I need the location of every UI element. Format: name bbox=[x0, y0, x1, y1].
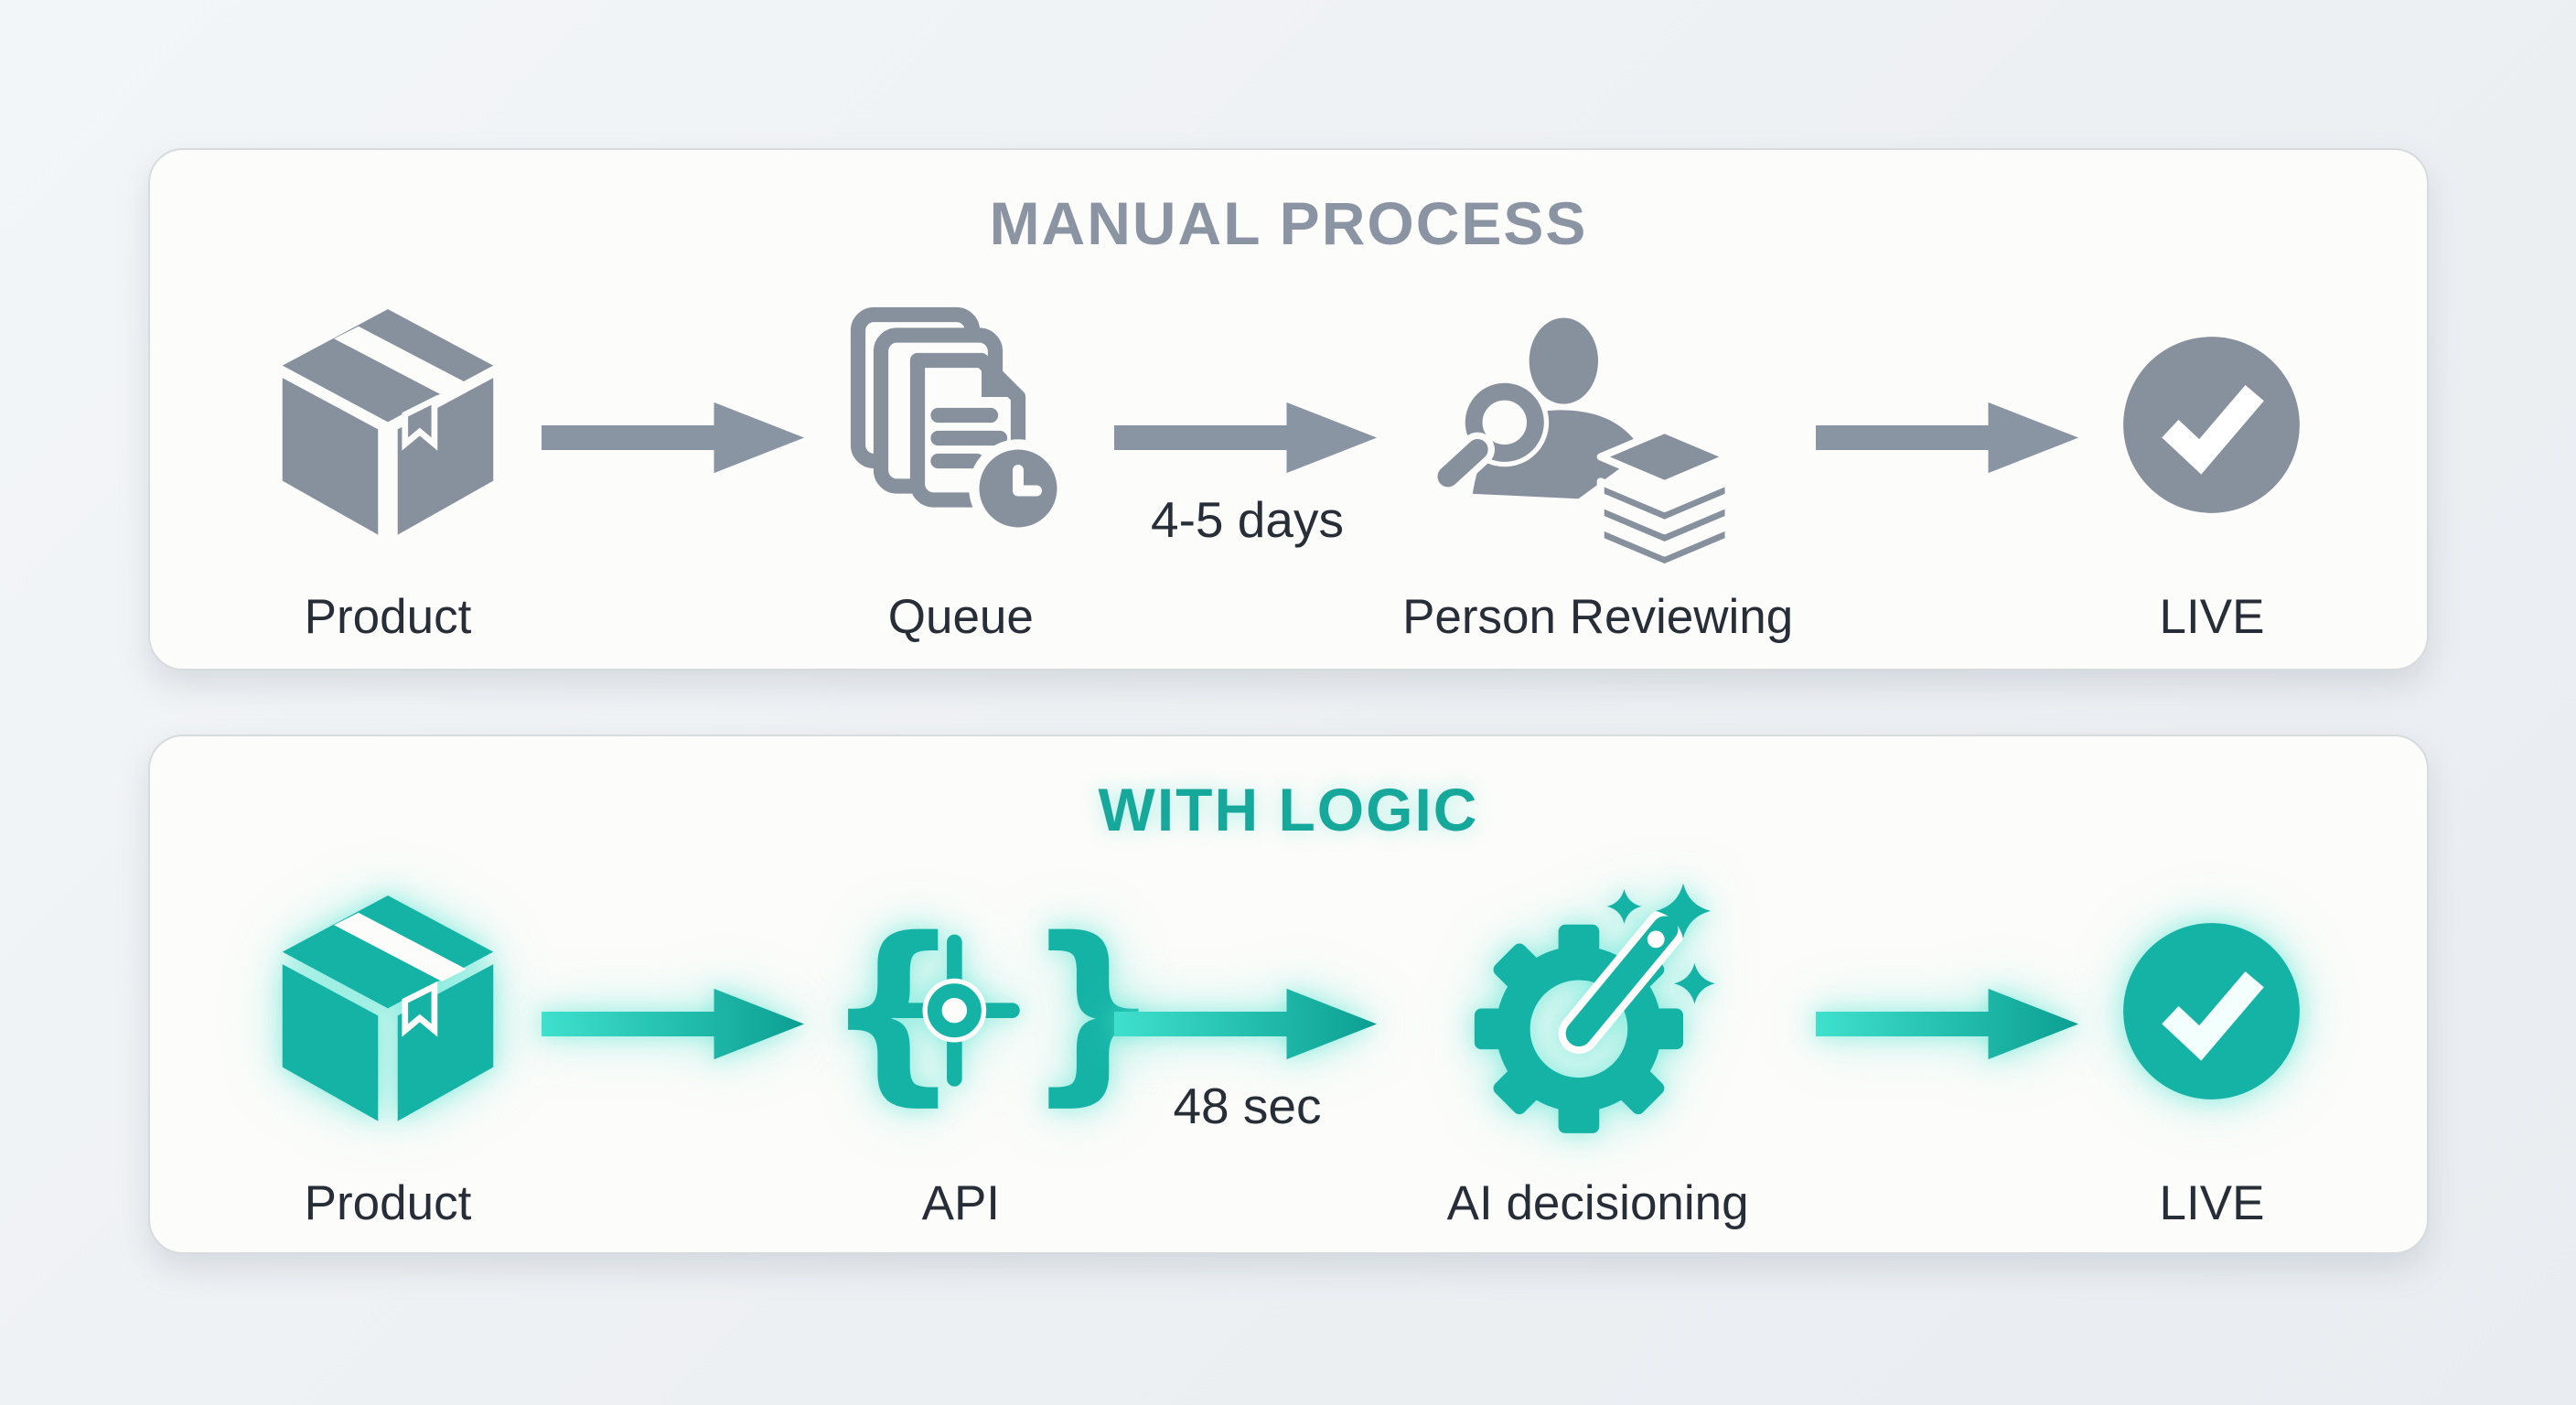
arrow-duration-label: 48 sec bbox=[1173, 1078, 1322, 1134]
flow-arrow-cell: 4-5 days bbox=[1114, 278, 1378, 571]
step-label: LIVE bbox=[2159, 1176, 2265, 1230]
gear-wand-icon bbox=[1474, 883, 1715, 1133]
step-label: Product bbox=[304, 590, 472, 644]
step-label: Queue bbox=[887, 590, 1034, 644]
manual-process-title: MANUAL PROCESS bbox=[989, 189, 1588, 257]
svg-text:}: } bbox=[1025, 897, 1163, 1123]
package-box-icon bbox=[282, 309, 494, 535]
arrow-right-icon bbox=[542, 402, 805, 474]
step-ai-decisioning: AI decisioning bbox=[1379, 864, 1818, 1231]
step-person-reviewing: Person Reviewing bbox=[1379, 278, 1818, 645]
flow-arrow-cell bbox=[1815, 864, 2079, 1157]
arrow-right-icon bbox=[542, 988, 805, 1060]
flow-arrow-cell: 48 sec bbox=[1114, 864, 1378, 1157]
flow-arrow-cell bbox=[542, 278, 805, 571]
arrow-right-icon bbox=[1114, 988, 1378, 1060]
step-live: LIVE bbox=[2079, 278, 2345, 645]
check-circle-icon bbox=[2123, 336, 2301, 513]
flow-arrow-cell bbox=[1815, 278, 2079, 571]
documents-clock-icon bbox=[850, 306, 1068, 538]
step-label: LIVE bbox=[2159, 590, 2265, 644]
step-product: Product bbox=[232, 278, 543, 645]
sparkles-icon bbox=[1606, 883, 1715, 1004]
check-circle-icon bbox=[2123, 922, 2301, 1099]
step-label: API bbox=[921, 1176, 1001, 1230]
step-label: Product bbox=[304, 1176, 472, 1230]
step-queue: Queue bbox=[805, 278, 1116, 645]
arrow-right-icon bbox=[1815, 988, 2078, 1060]
flow-arrow-cell bbox=[542, 864, 805, 1157]
arrow-right-icon bbox=[1815, 402, 2078, 474]
step-product: Product bbox=[232, 864, 543, 1231]
with-logic-title: WITH LOGIC bbox=[1098, 776, 1479, 843]
arrow-duration-label: 4-5 days bbox=[1151, 491, 1344, 548]
manual-process-flow: Product Queue bbox=[150, 278, 2427, 645]
with-logic-flow: Product { } API 48 sec bbox=[150, 864, 2427, 1231]
package-box-icon bbox=[282, 896, 494, 1121]
step-label: AI decisioning bbox=[1446, 1176, 1749, 1230]
step-api: { } API bbox=[805, 864, 1164, 1231]
with-logic-card: WITH LOGIC Product { } bbox=[148, 735, 2429, 1254]
api-braces-icon: { } bbox=[824, 897, 1164, 1123]
step-live: LIVE bbox=[2079, 864, 2345, 1231]
manual-process-card: MANUAL PROCESS Product bbox=[148, 148, 2429, 670]
arrow-right-icon bbox=[1114, 402, 1378, 474]
person-magnifier-icon bbox=[1430, 316, 1733, 572]
step-label: Person Reviewing bbox=[1402, 590, 1794, 644]
